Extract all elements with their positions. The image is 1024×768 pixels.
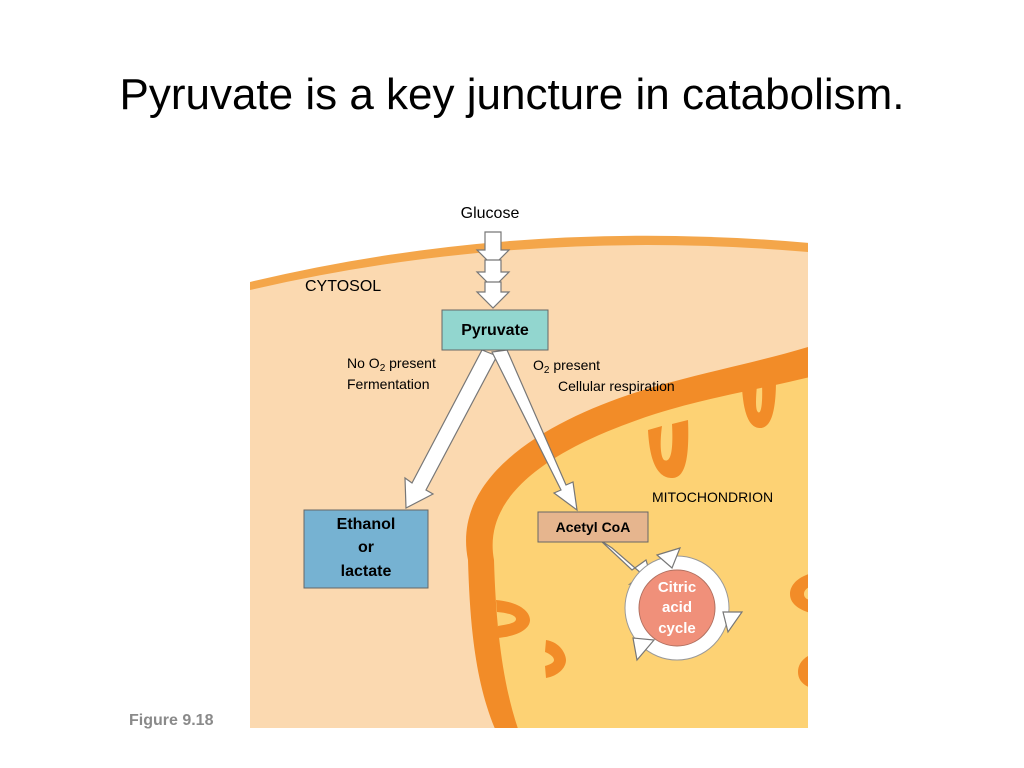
diagram-svg: Citric acid cycle Pyruvate Ethanol or la… bbox=[250, 231, 808, 728]
cycle-arrowhead-left bbox=[632, 637, 656, 662]
mitochondrion-matrix bbox=[492, 377, 808, 728]
glucose-label: Glucose bbox=[460, 205, 520, 222]
acetyl-coa-label: Acetyl CoA bbox=[556, 519, 631, 535]
ethanol-line1: Ethanol bbox=[337, 516, 396, 533]
respiration-arrow bbox=[491, 349, 578, 512]
fermentation-label: Fermentation bbox=[347, 376, 429, 392]
citric-label-line3: cycle bbox=[658, 620, 696, 637]
citric-acid-cycle: Citric acid cycle bbox=[624, 547, 744, 662]
citric-label-line2: acid bbox=[662, 599, 692, 616]
ethanol-line2: or bbox=[358, 539, 374, 556]
slide-title: Pyruvate is a key juncture in catabolism… bbox=[119, 70, 905, 119]
ethanol-lactate-box: Ethanol or lactate bbox=[303, 509, 429, 589]
cytosol-label: CYTOSOL bbox=[305, 278, 381, 295]
mitochondrion-label: MITOCHONDRION bbox=[652, 489, 773, 505]
pyruvate-box: Pyruvate bbox=[441, 309, 549, 351]
figure-caption: Figure 9.18 bbox=[129, 712, 214, 729]
anaerobic-condition: No O2 present bbox=[347, 355, 436, 374]
cellular-respiration-label: Cellular respiration bbox=[558, 378, 675, 394]
acetyl-coa-box: Acetyl CoA bbox=[537, 511, 649, 543]
cycle-arrowhead-right bbox=[722, 611, 744, 634]
citric-label-line1: Citric bbox=[658, 579, 696, 596]
pyruvate-label: Pyruvate bbox=[461, 322, 529, 339]
ethanol-line3: lactate bbox=[341, 563, 392, 580]
glucose-arrows bbox=[475, 231, 511, 309]
aerobic-condition: O2 present bbox=[533, 357, 600, 376]
fermentation-arrow bbox=[404, 349, 498, 509]
cycle-arrowhead-top bbox=[655, 547, 682, 570]
mitochondrion-cristae bbox=[496, 380, 808, 687]
pyruvate-diagram: Citric acid cycle Pyruvate Ethanol or la… bbox=[250, 200, 808, 728]
